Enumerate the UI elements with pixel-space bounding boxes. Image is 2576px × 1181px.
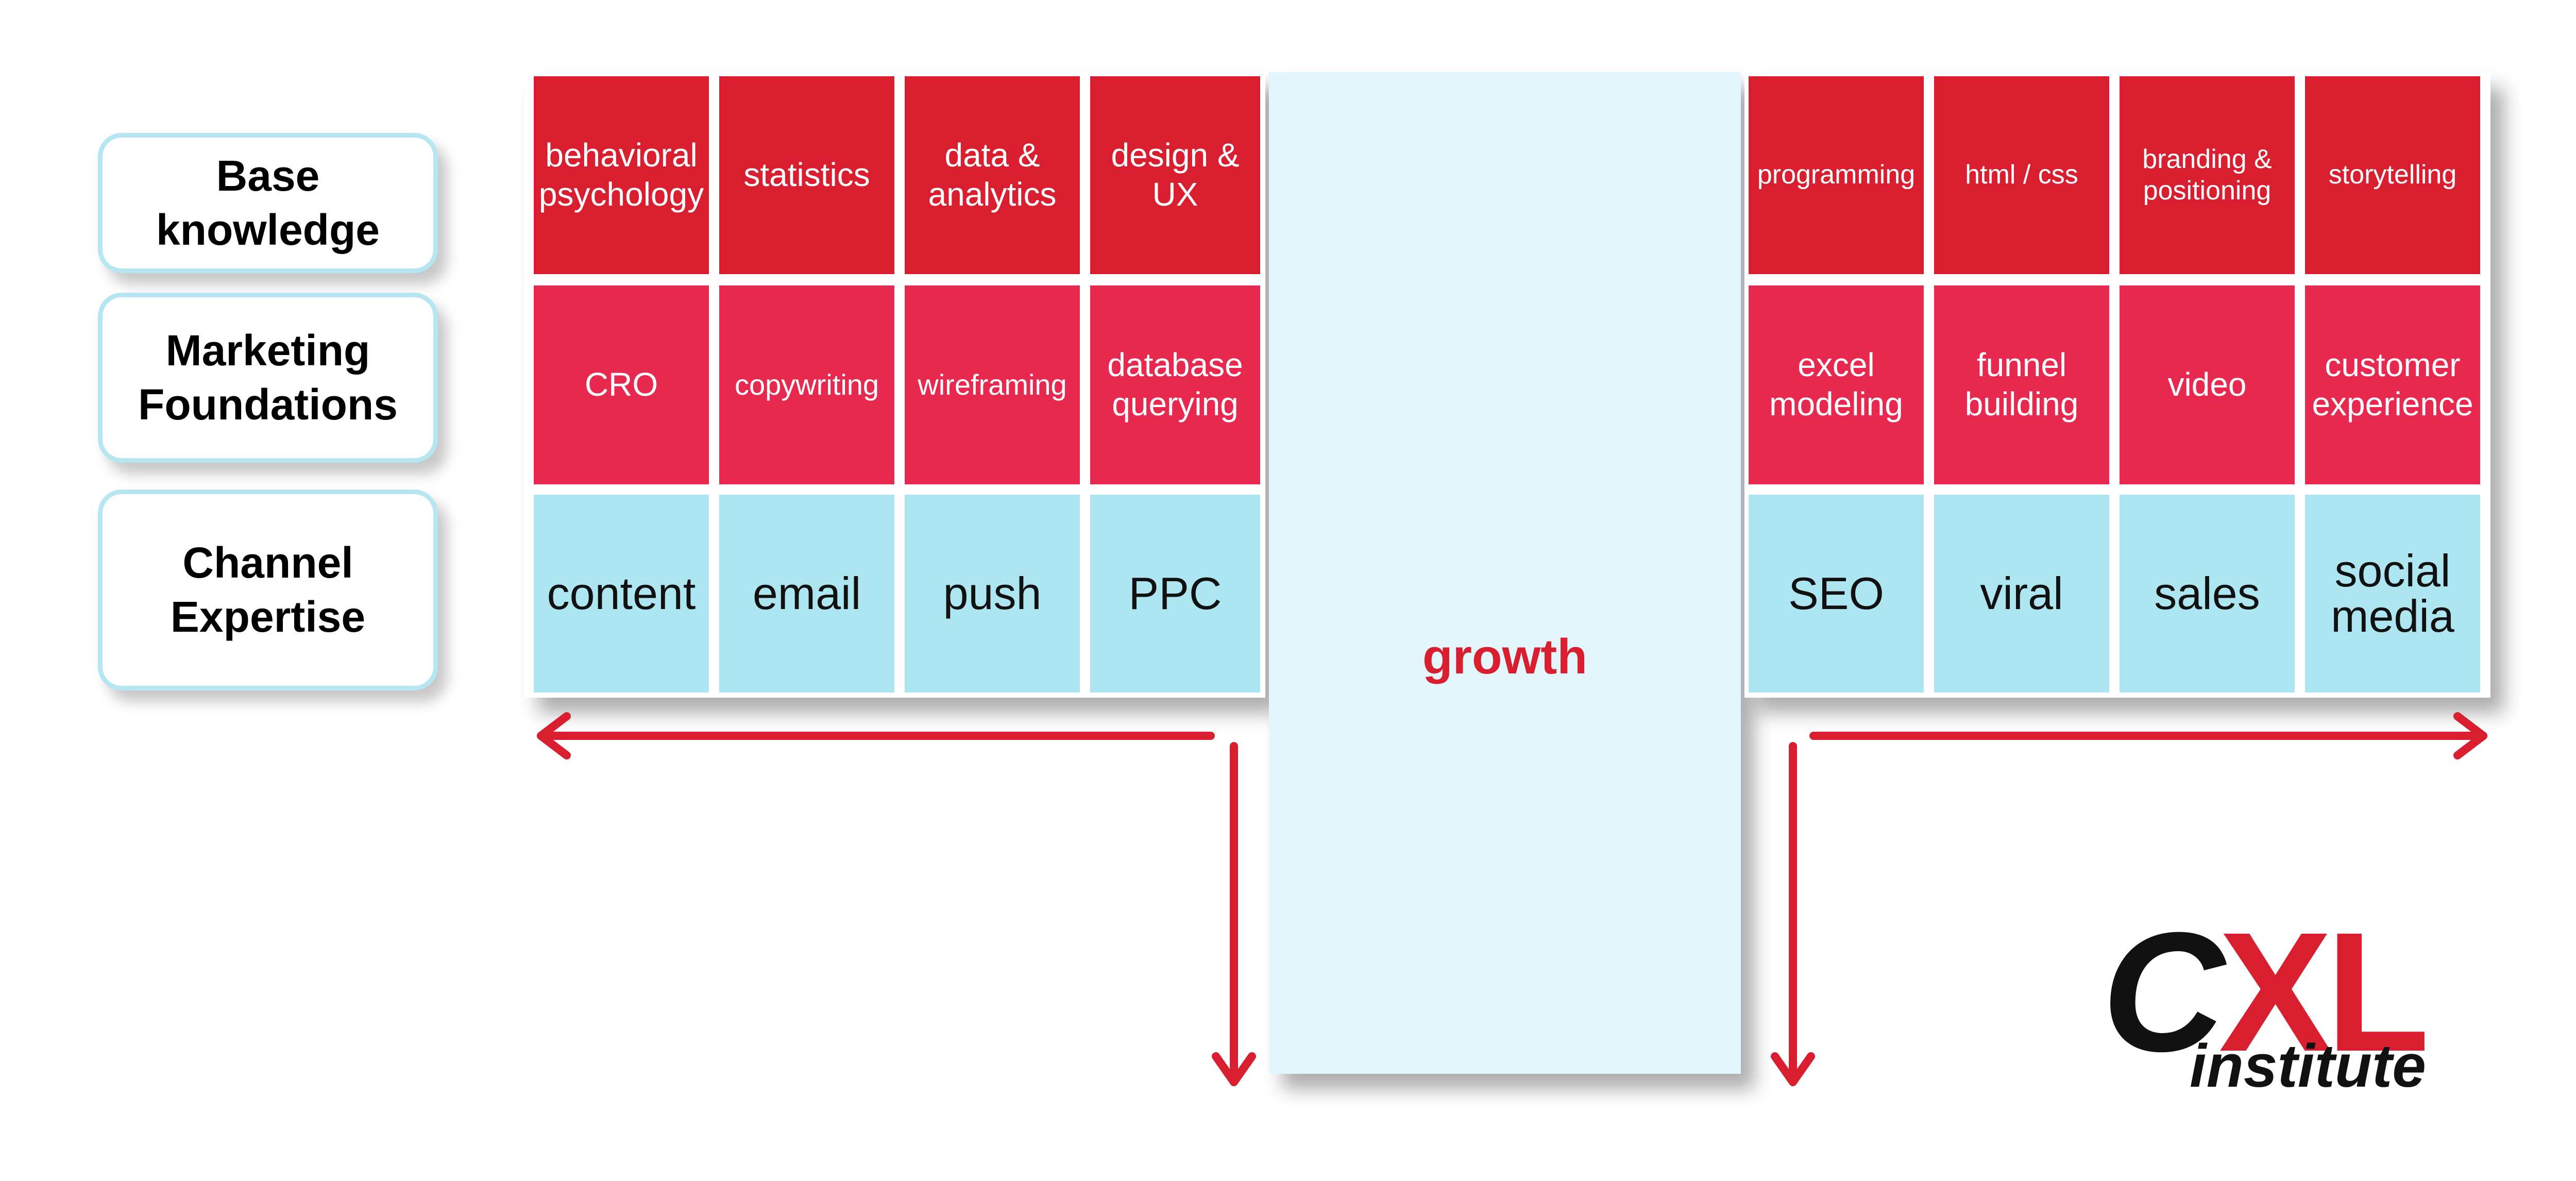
- cell-branding-positioning: branding & positioning: [2120, 76, 2295, 274]
- row-label-marketing-foundations: Marketing Foundations: [98, 293, 438, 463]
- cell-excel-modeling: excel modeling: [1749, 285, 1924, 484]
- cell-customer-experience: customer experience: [2305, 285, 2480, 484]
- left-down-arrowhead: [1212, 1052, 1256, 1086]
- cell-programming: programming: [1749, 76, 1924, 274]
- cell-behavioral-psychology: behavioral psychology: [534, 76, 709, 274]
- cell-wireframing: wireframing: [905, 285, 1080, 484]
- logo-mark-c: C: [2102, 897, 2225, 1087]
- row-label-channel-expertise: Channel Expertise: [98, 490, 438, 690]
- cell-ppc: PPC: [1090, 495, 1260, 693]
- cell-data-analytics: data & analytics: [905, 76, 1080, 274]
- left-skills-grid: behavioral psychology statistics data & …: [524, 72, 1265, 698]
- growth-label: growth: [1422, 629, 1587, 684]
- cell-cro: CRO: [534, 285, 709, 484]
- cell-push: push: [905, 495, 1080, 693]
- logo-mark-xl: XL: [2218, 897, 2430, 1087]
- row-label-base-knowledge: Base knowledge: [98, 133, 438, 273]
- cell-funnel-building: funnel building: [1934, 285, 2109, 484]
- right-down-arrowhead: [1771, 1052, 1815, 1086]
- right-arrowhead: [2453, 712, 2487, 760]
- cxl-logo: CXL: [2102, 907, 2430, 1077]
- cell-viral: viral: [1934, 495, 2109, 693]
- cell-social-media: social media: [2305, 495, 2480, 693]
- cell-video: video: [2120, 285, 2295, 484]
- cell-copywriting: copywriting: [719, 285, 894, 484]
- cell-html-css: html / css: [1934, 76, 2109, 274]
- growth-column: growth: [1269, 72, 1741, 1074]
- cell-sales: sales: [2120, 495, 2295, 693]
- left-arrowhead: [537, 712, 571, 760]
- cell-storytelling: storytelling: [2305, 76, 2480, 274]
- right-skills-grid: programming html / css branding & positi…: [1744, 72, 2490, 698]
- cell-email: email: [719, 495, 894, 693]
- cell-design-ux: design & UX: [1090, 76, 1260, 274]
- cell-statistics: statistics: [719, 76, 894, 274]
- cell-seo: SEO: [1749, 495, 1924, 693]
- cell-database-querying: database querying: [1090, 285, 1260, 484]
- logo-subtitle: institute: [2190, 1032, 2426, 1100]
- cell-content: content: [534, 495, 709, 693]
